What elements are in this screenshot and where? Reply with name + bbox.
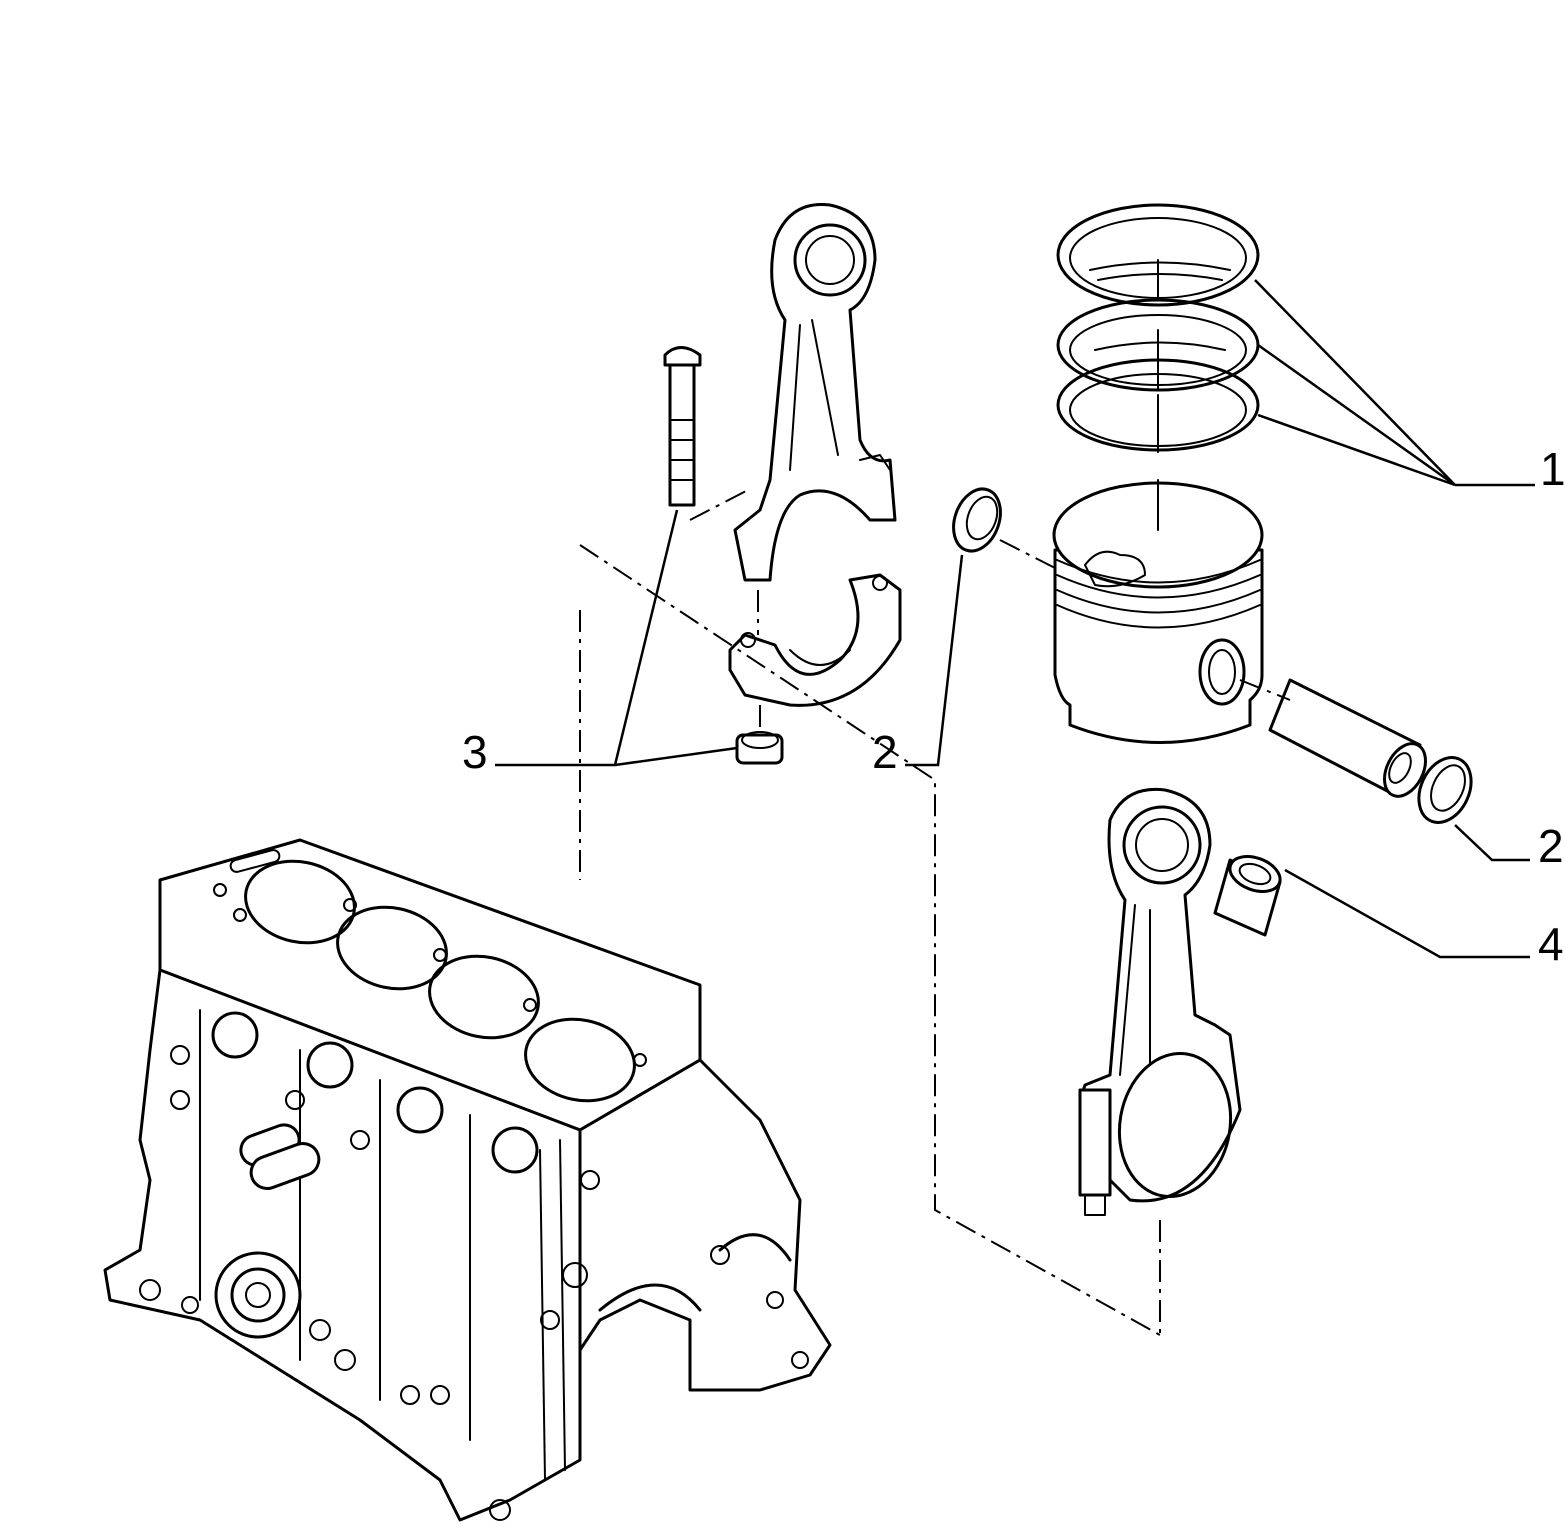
callout-2-left[interactable]: 2: [872, 726, 898, 778]
connecting-rod-upper[interactable]: [733, 202, 897, 582]
circlip-right[interactable]: [1409, 749, 1481, 831]
piston-pin[interactable]: [1239, 678, 1434, 803]
callout-2-right[interactable]: 2: [1538, 820, 1564, 872]
connecting-rod-bolt[interactable]: [663, 346, 749, 521]
connecting-rod-nut[interactable]: [735, 705, 784, 765]
leader-lines: [495, 279, 1535, 959]
piston-rings[interactable]: [1056, 203, 1260, 453]
small-end-bushing[interactable]: [1213, 850, 1285, 937]
callout-3[interactable]: 3: [462, 726, 488, 778]
connecting-rod-lower[interactable]: [1078, 787, 1242, 1335]
engine-block[interactable]: [103, 838, 832, 1522]
connecting-rod-cap[interactable]: [728, 573, 902, 707]
callout-4[interactable]: 4: [1538, 918, 1564, 970]
piston[interactable]: [1052, 479, 1264, 744]
callout-1[interactable]: 1: [1540, 443, 1564, 495]
assembly-line: [579, 544, 1161, 1336]
circlip-left[interactable]: [945, 482, 1056, 569]
